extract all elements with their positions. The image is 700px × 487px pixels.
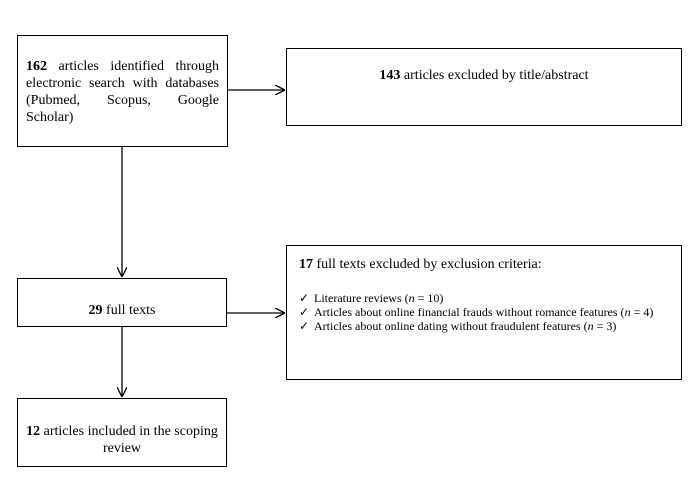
included-count: 12 [26,424,41,439]
list-item: ✓Articles about online financial frauds … [299,305,654,319]
identified-label: articles identified through electronic s… [26,59,219,125]
excluded-criteria-label: full texts excluded by exclusion criteri… [313,257,542,272]
excluded-title-count: 143 [379,68,401,83]
exclusion-criteria-list: ✓Literature reviews (n = 10) ✓Articles a… [299,291,673,333]
excluded-title-box: 143 articles excluded by title/abstract [286,48,682,126]
list-item: ✓Articles about online dating without fr… [299,319,617,333]
excluded-criteria-count: 17 [299,257,313,272]
check-icon: ✓ [299,305,310,319]
identified-count: 162 [26,59,47,74]
excluded-criteria-heading: 17 full texts excluded by exclusion crit… [299,256,673,273]
check-icon: ✓ [299,319,310,333]
included-text: 12 articles included in the scoping revi… [18,423,226,457]
excluded-title-text: 143 articles excluded by title/abstract [287,67,681,84]
full-texts-text: 29 full texts [18,302,226,319]
identified-box: 162 articles identified through electron… [17,35,228,147]
list-item: ✓Literature reviews (n = 10) [299,291,444,305]
identified-text: 162 articles identified through electron… [26,58,219,126]
full-texts-count: 29 [88,303,103,318]
full-texts-label: full texts [102,303,156,318]
included-box: 12 articles included in the scoping revi… [17,398,227,467]
excluded-criteria-box: 17 full texts excluded by exclusion crit… [286,245,682,380]
full-texts-box: 29 full texts [17,278,227,327]
included-label: articles included in the scoping review [40,424,218,456]
check-icon: ✓ [299,291,310,305]
excluded-title-label: articles excluded by title/abstract [400,68,589,83]
